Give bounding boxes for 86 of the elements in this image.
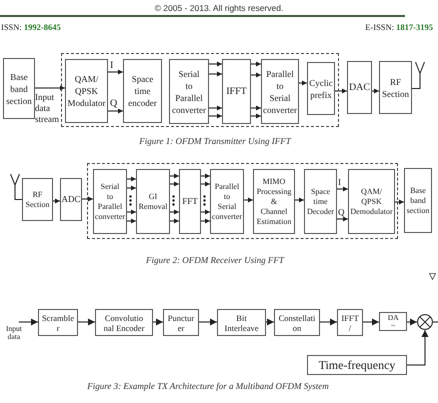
process-box: DAC bbox=[347, 61, 372, 114]
issn-text: ISSN: 1992-8645 bbox=[1, 22, 61, 32]
mixer-symbol bbox=[417, 314, 433, 330]
edge-label: I bbox=[110, 61, 114, 71]
arrow bbox=[18, 318, 38, 326]
process-box: FFT bbox=[179, 169, 201, 234]
arrow bbox=[198, 318, 218, 326]
arrow bbox=[336, 216, 348, 222]
copyright-text: © 2005 - 2013. All rights reserved. bbox=[154, 3, 284, 13]
process-box: Parallel to Serial converter bbox=[210, 169, 244, 234]
process-box: Base band section bbox=[3, 58, 35, 119]
edge-label: I bbox=[338, 178, 341, 187]
arrow bbox=[208, 106, 222, 110]
process-box: Space time encoder bbox=[123, 59, 162, 123]
figure-caption: Figure 2: OFDM Receiver Using FFT bbox=[146, 255, 284, 266]
process-box: QAM/ QPSK Demodulator bbox=[348, 169, 395, 234]
arrow bbox=[170, 210, 180, 214]
process-box: GI Removal bbox=[136, 169, 170, 234]
arrow bbox=[170, 182, 180, 186]
process-box: Space time Decoder bbox=[304, 169, 337, 234]
arrow bbox=[336, 186, 348, 192]
arrow bbox=[170, 218, 180, 224]
arrow bbox=[152, 318, 164, 326]
process-box: Serial to Parallel converter bbox=[93, 169, 127, 234]
arrow bbox=[82, 196, 94, 202]
edge-label: Input data stream bbox=[35, 92, 59, 125]
arrow bbox=[208, 62, 222, 66]
arrow bbox=[266, 318, 274, 326]
arrow bbox=[294, 198, 304, 202]
process-box: Bit Interleave bbox=[217, 309, 266, 336]
arrow bbox=[208, 72, 222, 76]
arrow bbox=[250, 114, 262, 118]
process-box: IFFT / bbox=[337, 309, 363, 336]
arrow bbox=[108, 108, 124, 114]
process-box: QAM/ QPSK Modulator bbox=[65, 59, 108, 123]
arrow bbox=[362, 318, 380, 326]
connector-line bbox=[14, 199, 22, 200]
arrow bbox=[126, 176, 136, 182]
arrow bbox=[108, 70, 124, 74]
process-box: IFFT bbox=[222, 59, 251, 124]
process-box: RF Section bbox=[379, 61, 412, 114]
process-box: Punctur er bbox=[163, 309, 199, 336]
arrow bbox=[250, 106, 262, 110]
process-box: Cyclic prefix bbox=[307, 62, 335, 115]
arrow bbox=[52, 198, 60, 204]
arrow bbox=[208, 114, 222, 118]
process-box: Parallel to Serial converter bbox=[261, 59, 299, 124]
edge-label: Q bbox=[338, 208, 344, 217]
arrow bbox=[126, 186, 136, 190]
figure-caption: Figure 1: OFDM Transmitter Using IFFT bbox=[139, 136, 291, 147]
arrow bbox=[78, 318, 96, 326]
process-box: Serial to Parallel converter bbox=[169, 59, 209, 124]
issn-text: E-ISSN: 1817-3195 bbox=[365, 22, 433, 32]
arrow bbox=[34, 86, 66, 90]
process-box: ADC bbox=[60, 178, 82, 221]
arrow bbox=[126, 210, 136, 214]
arrow bbox=[200, 210, 210, 214]
process-box: Time-frequency bbox=[307, 355, 407, 375]
antenna-symbol bbox=[10, 174, 20, 200]
process-box: MIMO Processing & Channel Estimation bbox=[253, 169, 295, 234]
arrow bbox=[372, 88, 380, 94]
arrow bbox=[244, 198, 254, 202]
process-box: RF Section bbox=[22, 178, 53, 221]
edge-label: Q bbox=[110, 99, 118, 109]
process-box: Constellati on bbox=[274, 309, 320, 336]
figure-caption: Figure 3: Example TX Architecture for a Multiband OFDM System bbox=[87, 381, 329, 392]
arrow bbox=[334, 88, 348, 94]
dashed-group-frame bbox=[87, 163, 398, 239]
process-box: Convolutio nal Encoder bbox=[95, 309, 153, 336]
arrow bbox=[394, 200, 404, 204]
arrow bbox=[250, 72, 262, 78]
dashed-group-frame bbox=[61, 53, 339, 127]
arrow bbox=[126, 218, 136, 224]
arrow bbox=[170, 174, 180, 178]
process-box: Scramble r bbox=[38, 309, 78, 336]
arrow bbox=[406, 330, 428, 366]
connector-line bbox=[412, 88, 420, 89]
process-box: Base band section bbox=[404, 168, 432, 233]
arrow bbox=[298, 80, 308, 86]
arrow bbox=[200, 218, 210, 224]
arrow bbox=[200, 182, 210, 186]
arrow bbox=[250, 62, 262, 66]
antenna-symbol bbox=[415, 62, 425, 89]
arrow bbox=[200, 174, 210, 178]
arrow bbox=[406, 318, 418, 326]
arrow bbox=[320, 318, 338, 326]
